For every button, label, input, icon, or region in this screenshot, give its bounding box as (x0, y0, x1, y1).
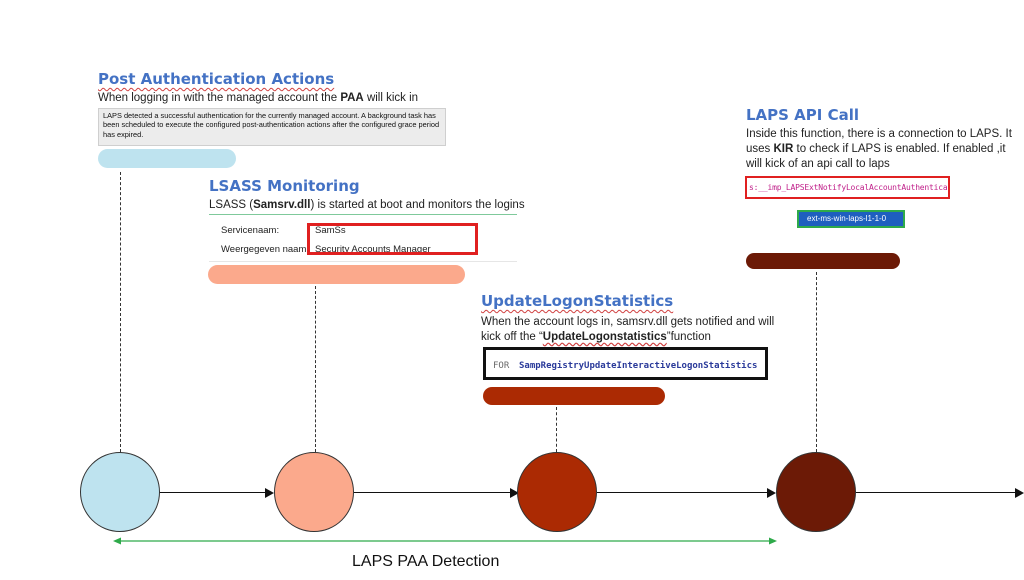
update-code-box: FOR SampRegistryUpdateInteractiveLogonSt… (483, 347, 768, 380)
timeline-node-api (776, 452, 856, 532)
display-name-value: Security Accounts Manager (315, 244, 431, 255)
paa-title: Post Authentication Actions (98, 70, 335, 88)
timeline-segment-3 (597, 492, 767, 493)
api-code-function: s:__imp_LAPSExtNotifyLocalAccountAuthent… (749, 183, 950, 192)
paa-description: When logging in with the managed account… (98, 92, 419, 104)
timeline-arrow-2 (510, 488, 519, 498)
timeline-segment-1 (159, 492, 265, 493)
update-code-function: SampRegistryUpdateInteractiveLogonStatis… (519, 361, 758, 371)
paa-connector (120, 172, 121, 452)
update-color-bar (483, 387, 665, 405)
timeline-arrow-4 (1015, 488, 1024, 498)
update-connector (556, 407, 557, 452)
update-title: UpdateLogonStatistics (481, 292, 674, 310)
api-code-box: s:__imp_LAPSExtNotifyLocalAccountAuthent… (745, 176, 950, 199)
lsass-color-bar (208, 265, 465, 284)
api-description-line1: Inside this function, there is a connect… (746, 128, 1012, 140)
api-description-line2: uses KIR to check if LAPS is enabled. If… (746, 143, 1006, 155)
update-description-line2: kick off the “UpdateLogonstatistics”func… (481, 331, 711, 343)
update-code-prefix: FOR (493, 361, 510, 371)
timeline-arrow-1 (265, 488, 274, 498)
lsass-connector (315, 286, 316, 452)
update-description-line1: When the account logs in, samsrv.dll get… (481, 316, 775, 328)
detection-range-line (113, 537, 777, 545)
timeline-node-paa (80, 452, 160, 532)
svc-name-label: Servicenaam: (221, 225, 280, 236)
api-dll-name: ext-ms-win-laps-l1-1-0 (807, 214, 887, 223)
timeline-arrow-3 (767, 488, 776, 498)
timeline-segment-2 (354, 492, 510, 493)
svc-name-value: SamSs (315, 225, 346, 236)
lsass-highlight-box (307, 223, 478, 255)
display-name-label: Weergegeven naam (221, 244, 307, 255)
timeline-node-update (517, 452, 597, 532)
timeline-segment-4 (856, 492, 1015, 493)
timeline-node-lsass (274, 452, 354, 532)
api-title: LAPS API Call (746, 106, 860, 124)
paa-color-bar (98, 149, 236, 168)
paa-log-text: LAPS detected a successful authenticatio… (103, 111, 440, 139)
lsass-title: LSASS Monitoring (209, 177, 360, 195)
lsass-description: LSASS (Samsrv.dll) is started at boot an… (209, 199, 525, 211)
detection-label: LAPS PAA Detection (352, 553, 500, 570)
paa-log-snippet: LAPS detected a successful authenticatio… (98, 108, 446, 146)
api-color-bar (746, 253, 900, 269)
api-connector (816, 272, 817, 452)
api-dll-box: ext-ms-win-laps-l1-1-0 (797, 210, 905, 228)
api-description-line3: will kick of an api call to laps (746, 158, 890, 170)
